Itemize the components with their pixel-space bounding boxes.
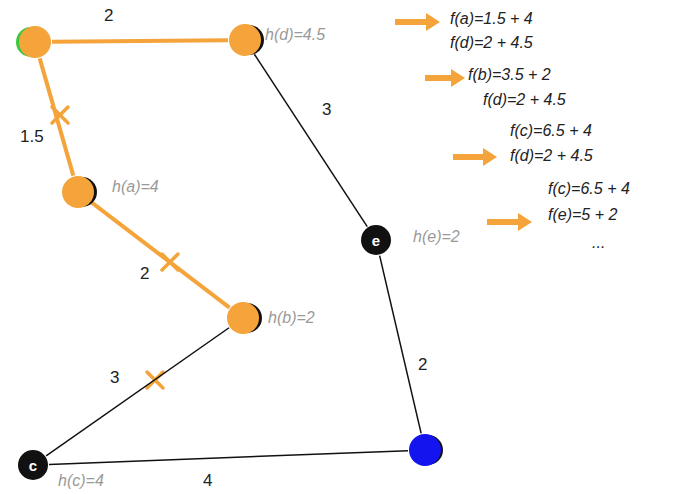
step-arrow <box>395 13 440 31</box>
heuristic-label: h(e)=2 <box>413 228 460 246</box>
f-value-note: f(d)=2 + 4.5 <box>450 34 533 52</box>
graph-edge <box>46 328 229 456</box>
f-value-note: f(e)=5 + 2 <box>548 206 617 224</box>
graph-edge <box>380 256 422 434</box>
graph-node <box>408 433 442 467</box>
node-fill <box>62 176 94 208</box>
graph-edge <box>40 58 74 175</box>
graph-edge <box>49 451 408 465</box>
edge-cost: 3 <box>110 368 119 388</box>
graph-node: ch(c)=4 <box>17 449 49 481</box>
graph-node: eh(e)=2 <box>360 224 392 256</box>
f-value-note: ... <box>592 234 605 252</box>
edge-cost: 2 <box>140 264 149 284</box>
graph-edge <box>254 54 367 226</box>
edge-cost: 1.5 <box>20 127 44 147</box>
heuristic-label: h(b)=2 <box>268 309 315 327</box>
node-fill <box>361 225 391 255</box>
node-circle <box>18 25 52 59</box>
node-circle <box>408 433 442 467</box>
node-fill <box>409 434 441 466</box>
f-value-note: f(c)=6.5 + 4 <box>548 180 630 198</box>
graph-node: h(b)=2 <box>226 301 260 335</box>
node-circle <box>61 175 95 209</box>
step-arrow <box>453 148 497 166</box>
node-fill <box>19 26 51 58</box>
f-value-note: f(c)=6.5 + 4 <box>510 122 592 140</box>
step-arrow <box>425 69 465 87</box>
f-value-note: f(b)=3.5 + 2 <box>468 66 551 84</box>
graph-edge <box>92 202 230 307</box>
f-value-note: f(a)=1.5 + 4 <box>450 10 533 28</box>
node-circle <box>226 301 260 335</box>
node-circle <box>228 23 262 57</box>
heuristic-label: h(a)=4 <box>112 178 159 196</box>
graph-edge <box>52 40 228 42</box>
heuristic-label: h(d)=4.5 <box>265 26 325 44</box>
f-value-note: f(d)=2 + 4.5 <box>483 91 566 109</box>
node-fill <box>18 450 48 480</box>
graph-node: h(d)=4.5 <box>228 23 262 57</box>
edge-cost: 4 <box>203 471 212 491</box>
edge-cost: 3 <box>322 100 331 120</box>
edge-cost: 2 <box>104 6 113 26</box>
graph-node <box>18 25 52 59</box>
heuristic-label: h(c)=4 <box>58 472 104 490</box>
node-letter: e <box>360 232 392 249</box>
graph-node: h(a)=4 <box>61 175 95 209</box>
node-letter: c <box>17 457 49 474</box>
f-value-note: f(d)=2 + 4.5 <box>510 147 593 165</box>
edge-cost: 2 <box>418 355 427 375</box>
step-arrow <box>487 213 532 231</box>
cross-marks <box>52 107 178 388</box>
node-fill <box>229 24 261 56</box>
node-fill <box>227 302 259 334</box>
